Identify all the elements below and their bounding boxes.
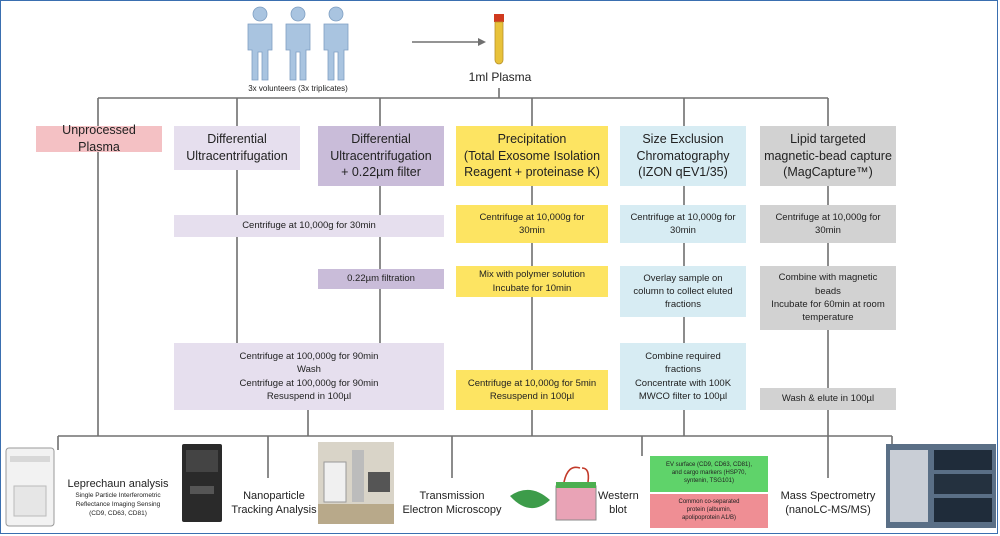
step-uc-final: Centrifuge at 100,000g for 90min Wash Ce… <box>174 343 444 410</box>
method-precipitation: Precipitation (Total Exosome Isolation R… <box>456 126 608 186</box>
plasma-label: 1ml Plasma <box>468 70 532 84</box>
plasma-tube-icon <box>494 14 504 65</box>
person-icon <box>247 6 349 81</box>
western-blot-apparatus-icon <box>510 466 597 521</box>
method-differential-ultracentrifugation: Differential Ultracentrifugation <box>174 126 300 170</box>
arrow-icon <box>412 38 486 46</box>
method-magnetic-bead-capture: Lipid targeted magnetic-bead capture (Ma… <box>760 126 896 186</box>
mass-spectrometer-icon <box>886 444 996 528</box>
step-sec-overlay: Overlay sample on column to collect elut… <box>620 266 746 317</box>
step-prec-mix: Mix with polymer solution Incubate for 1… <box>456 266 608 297</box>
step-prec-final: Centrifuge at 10,000g for 5min Resuspend… <box>456 370 608 410</box>
analysis-leprechaun: Leprechaun analysis <box>67 478 169 490</box>
analysis-leprechaun-detail: Single Particle Interferometric Reflecta… <box>75 492 161 517</box>
nta-instrument-icon <box>182 444 222 522</box>
wb-surface-markers: EV surface (CD9, CD63, CD81), and cargo … <box>650 456 768 492</box>
leprechaun-instrument-icon <box>5 447 55 527</box>
step-mag-combine: Combine with magnetic beads Incubate for… <box>760 266 896 330</box>
donors-caption: 3x volunteers (3x triplicates) <box>248 84 348 93</box>
analysis-western-blot: Western blot <box>598 490 639 516</box>
step-mag-final: Wash & elute in 100µl <box>760 388 896 410</box>
step-prec-centrifuge: Centrifuge at 10,000g for 30min <box>456 205 608 243</box>
analysis-nta: Nanoparticle Tracking Analysis <box>231 490 317 516</box>
analysis-tem: Transmission Electron Microscopy <box>402 490 502 516</box>
step-uc-centrifuge: Centrifuge at 10,000g for 30min <box>174 215 444 237</box>
wb-co-separated-proteins: Common co-separated protein (albumin, ap… <box>650 494 768 528</box>
step-sec-final: Combine required fractions Concentrate w… <box>620 343 746 410</box>
method-ultracentrifugation-filter: Differential Ultracentrifugation + 0.22µ… <box>318 126 444 186</box>
step-mag-centrifuge: Centrifuge at 10,000g for 30min <box>760 205 896 243</box>
method-size-exclusion-chromatography: Size Exclusion Chromatography (IZON qEV1… <box>620 126 746 186</box>
method-unprocessed-plasma: Unprocessed Plasma <box>36 123 162 154</box>
analysis-mass-spectrometry: Mass Spectrometry (nanoLC-MS/MS) <box>780 490 876 516</box>
step-sec-centrifuge: Centrifuge at 10,000g for 30min <box>620 205 746 243</box>
step-filtration: 0.22µm filtration <box>318 269 444 289</box>
electron-microscope-icon <box>318 442 394 524</box>
